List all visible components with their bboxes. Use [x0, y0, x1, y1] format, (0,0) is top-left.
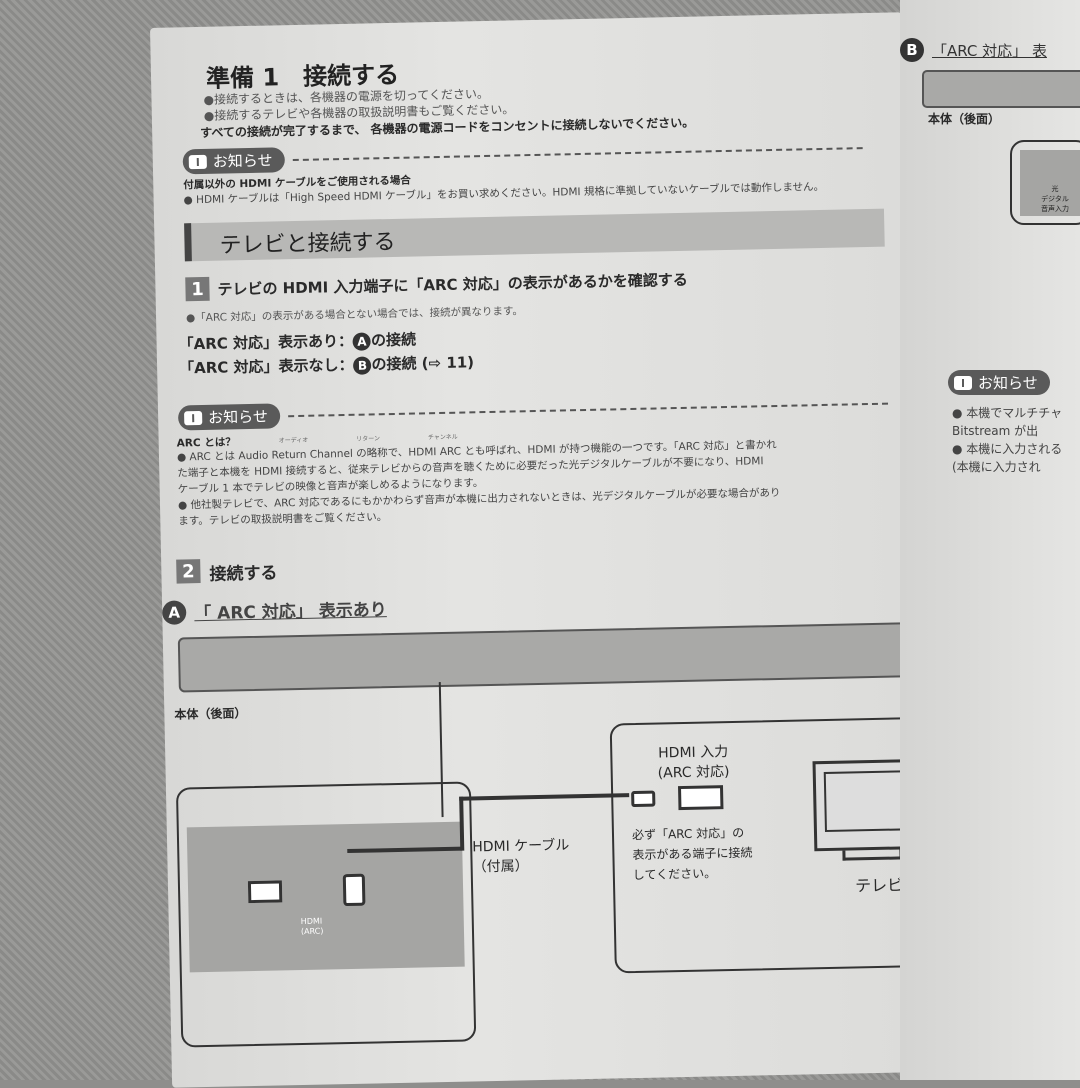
- step-note: ●「ARC 対応」の表示がある場合とない場合では、接続が異なります。: [185, 305, 524, 325]
- book-icon: [954, 375, 972, 390]
- hdmi-port-icon: [677, 785, 724, 811]
- unit-rear-panel: [922, 70, 1080, 108]
- badge-b-icon: B: [353, 356, 372, 375]
- section-header: テレビと接続する: [184, 208, 885, 262]
- tv-label: テレビ: [854, 875, 904, 896]
- port-panel: HDMI(ARC): [186, 821, 465, 973]
- notice-badge: お知らせ: [182, 147, 285, 175]
- notice-body: ● ARC とは Audio Return Channel の略称で、HDMI …: [176, 438, 781, 528]
- section-title: テレビと接続する: [219, 229, 396, 259]
- book-icon: [184, 410, 203, 425]
- step-text: テレビの HDMI 入力端子に「ARC 対応」の表示があるかを確認する: [217, 270, 688, 299]
- optical-port-closeup: 光デジタル音声入力: [1010, 140, 1080, 225]
- port-label: HDMI(ARC): [300, 916, 324, 937]
- hdmi-plug-icon: [342, 873, 366, 907]
- cable-label: HDMI ケーブル（付属）: [472, 837, 570, 876]
- ruby-text: オーディオリターンチャンネル: [278, 433, 458, 445]
- section-a-heading: A 「 ARC 対応」 表示あり: [161, 595, 387, 625]
- badge-b-icon: B: [900, 38, 924, 62]
- manual-left-page: 準備 1 接続する ●接続するときは、各機器の電源を切ってください。 ●接続する…: [150, 12, 960, 1088]
- notice-label: お知らせ: [212, 151, 273, 171]
- divider: [292, 147, 863, 162]
- hdmi-port-icon: [247, 880, 283, 904]
- badge-a-icon: A: [352, 332, 372, 351]
- divider: [288, 402, 889, 418]
- book-icon: [188, 154, 207, 169]
- section-b-heading: B 「ARC 対応」 表: [900, 38, 1047, 62]
- tv-stand: [842, 849, 903, 861]
- unit-rear-panel: [177, 621, 929, 693]
- step-text: 接続する: [209, 563, 278, 585]
- badge-a-icon: A: [161, 599, 187, 625]
- step-number: 2: [176, 559, 201, 584]
- step-number: 1: [185, 276, 210, 302]
- hdmi-cable: [459, 793, 630, 801]
- notice-badge: お知らせ: [948, 370, 1050, 395]
- notice-badge: お知らせ: [177, 403, 281, 431]
- tv-input-label: HDMI 入力(ARC 対応): [657, 744, 730, 782]
- hdmi-plug-icon: [631, 790, 656, 808]
- unit-rear-label: 本体（後面）: [928, 112, 1001, 126]
- manual-right-page: B 「ARC 対応」 表 本体（後面） 光デジタル音声入力 お知らせ ● 本機で…: [900, 0, 1080, 1080]
- port-closeup: HDMI(ARC): [175, 781, 477, 1048]
- unit-rear-label: 本体（後面）: [174, 706, 247, 722]
- instruction-text: 必ず「ARC 対応」の表示がある端子に接続してください。: [631, 825, 753, 883]
